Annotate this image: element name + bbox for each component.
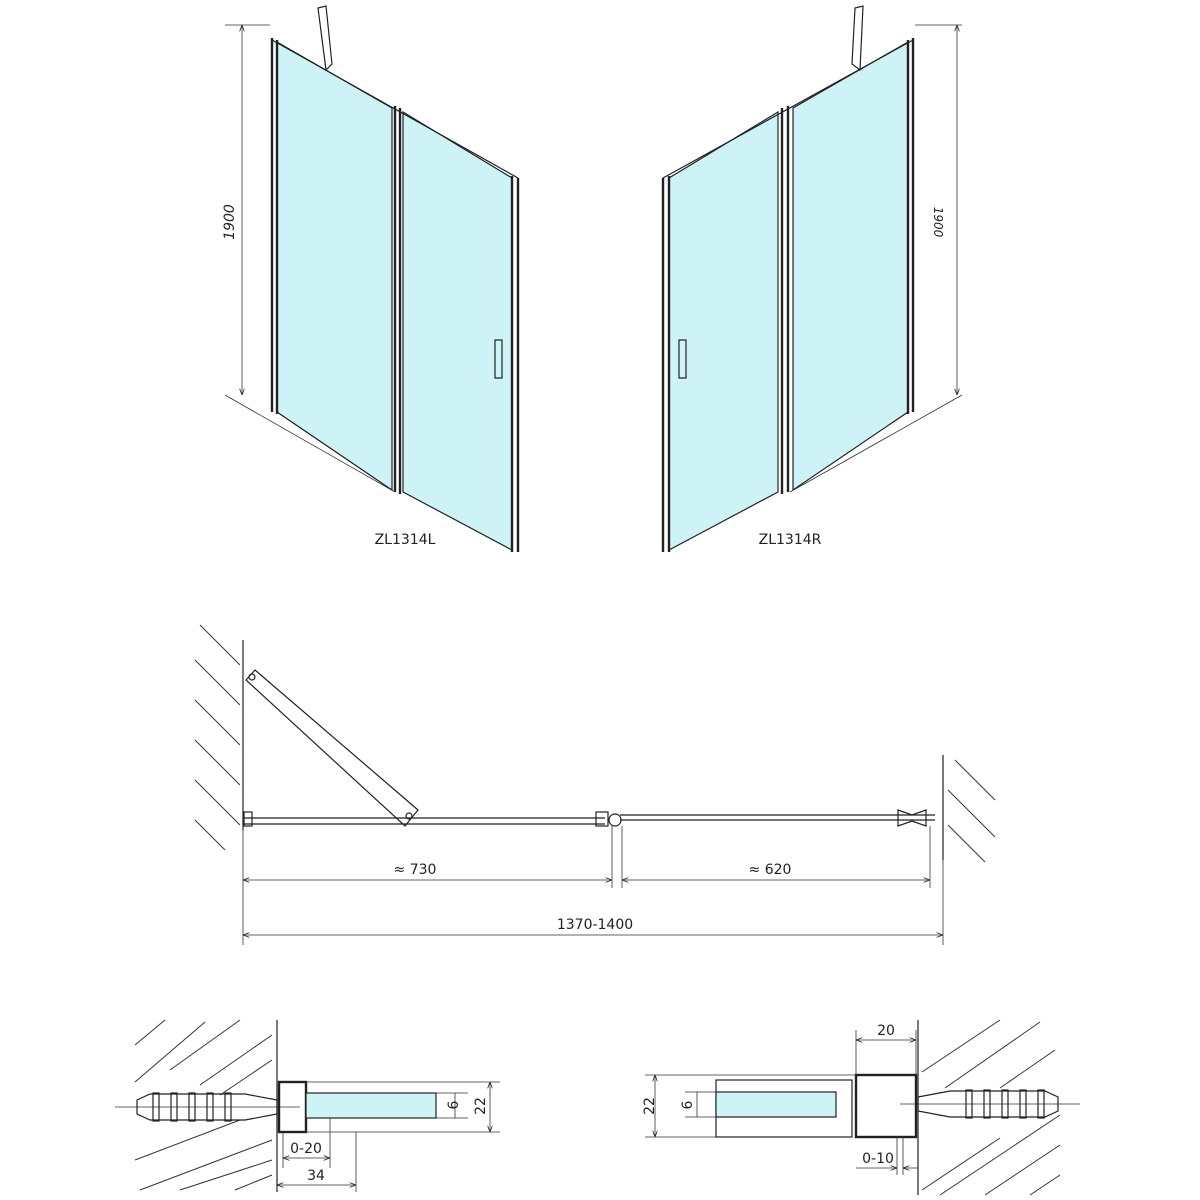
plan-view: ≈ 730 ≈ 620 1370-1400 xyxy=(194,624,996,945)
profile-depth-dimension: 22 xyxy=(473,1097,489,1115)
support-strut xyxy=(245,669,419,827)
adjustment-dimension: 0-10 xyxy=(862,1151,894,1167)
profile-depth-dimension: 22 xyxy=(642,1097,658,1115)
door-handle xyxy=(678,339,687,379)
glass-section xyxy=(305,1092,437,1119)
perspective-view-left: 1900 ZL1314L xyxy=(222,5,520,552)
height-dimension: 1900 xyxy=(931,207,945,238)
wall-plug xyxy=(136,1093,278,1121)
model-label-right: ZL1314R xyxy=(759,532,822,548)
model-label-left: ZL1314L xyxy=(375,532,436,548)
glass-section xyxy=(715,1091,837,1118)
hinge xyxy=(595,811,609,827)
support-arm xyxy=(317,5,333,72)
fixed-glass-panel xyxy=(276,40,393,492)
detail-right-profile: 22 6 20 0-10 xyxy=(642,1019,1080,1196)
glass-thickness-dimension: 6 xyxy=(680,1100,696,1109)
adjustment-dimension: 0-20 xyxy=(290,1141,322,1157)
fixed-glass-panel xyxy=(792,40,909,492)
glass-thickness-dimension: 6 xyxy=(446,1100,462,1109)
wall-profile xyxy=(854,1073,918,1139)
door-width-dimension: ≈ 730 xyxy=(394,862,437,878)
profile-width-dimension: 34 xyxy=(307,1168,325,1184)
door-handle-plan xyxy=(897,809,927,827)
door-handle xyxy=(494,339,503,379)
profile-width-dimension: 20 xyxy=(877,1023,895,1039)
support-arm xyxy=(851,5,864,72)
wall-plug xyxy=(917,1090,1059,1118)
height-dimension: 1900 xyxy=(222,204,238,240)
door-glass-panel xyxy=(668,110,779,551)
detail-left-profile: 6 22 0-20 34 xyxy=(115,1019,500,1192)
door-glass-panel xyxy=(402,110,513,551)
fixed-width-dimension: ≈ 620 xyxy=(749,862,792,878)
perspective-view-right: 1900 ZL1314R xyxy=(661,5,963,552)
total-width-dimension: 1370-1400 xyxy=(557,917,633,933)
